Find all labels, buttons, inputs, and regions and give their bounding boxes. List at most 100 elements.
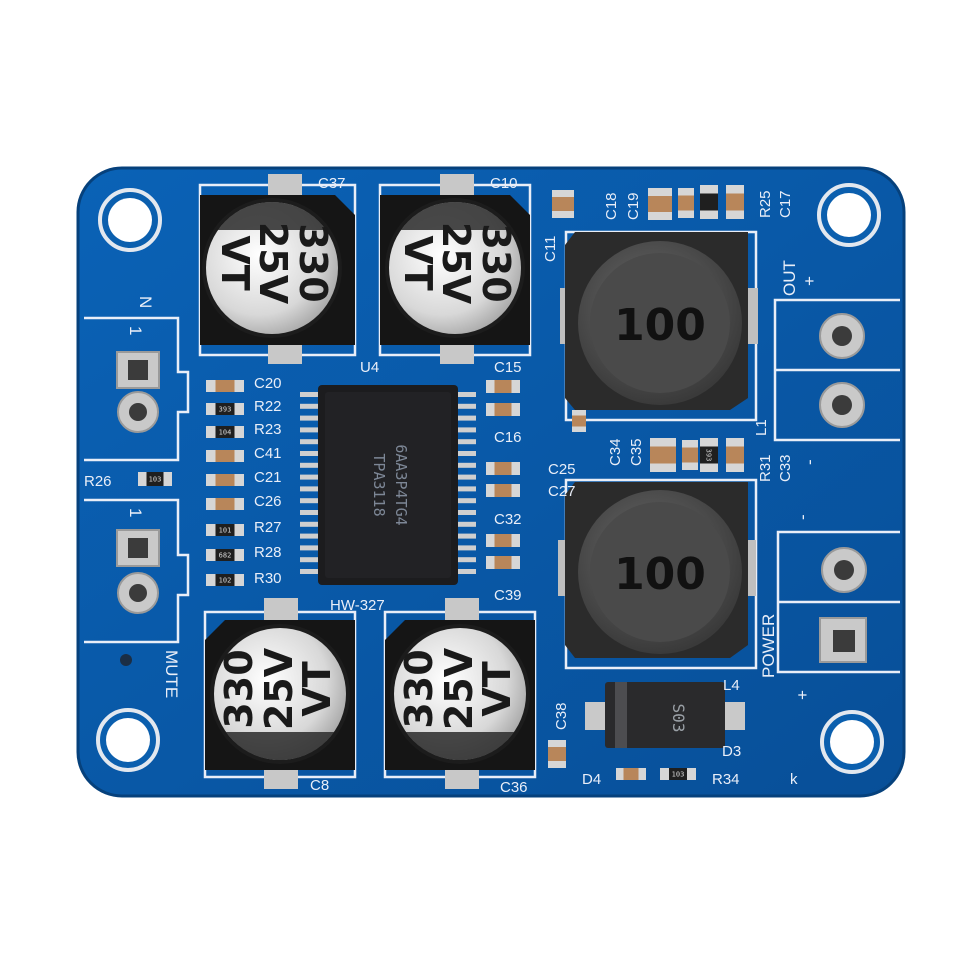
smd-part bbox=[682, 440, 698, 470]
silkscreen-labels: C37 C10 C8 C36 U4 HW-327 C20 R22 R23 C41… bbox=[84, 175, 819, 796]
label-c17: C17 bbox=[777, 190, 794, 218]
smd-part bbox=[726, 185, 744, 219]
label-out: OUT bbox=[780, 260, 799, 296]
cap-c36-voltage: 25V bbox=[437, 647, 481, 730]
label-c25: C25 bbox=[548, 461, 576, 478]
chip-pin bbox=[300, 510, 320, 515]
label-r23: R23 bbox=[254, 421, 282, 438]
cap-c36-value: 330 bbox=[397, 649, 441, 728]
label-r22: R22 bbox=[254, 398, 282, 415]
label-d4: D4 bbox=[582, 771, 601, 788]
resistor-code: 103 bbox=[149, 476, 162, 484]
smd-part bbox=[486, 462, 520, 475]
smd-part bbox=[548, 740, 566, 768]
label-out-minus: - bbox=[800, 459, 819, 465]
smd-part: 101 bbox=[206, 524, 244, 536]
chip-pin bbox=[456, 403, 476, 409]
label-r25: R25 bbox=[757, 190, 774, 218]
smd-part bbox=[700, 185, 718, 219]
smd-part bbox=[486, 403, 520, 416]
label-r34: R34 bbox=[712, 771, 740, 788]
cap-c37-value: 330 bbox=[291, 223, 335, 302]
smd-part bbox=[206, 380, 244, 392]
label-r27: R27 bbox=[254, 519, 282, 536]
resistor-code: 682 bbox=[219, 552, 232, 560]
chip-pin bbox=[300, 439, 320, 445]
chip-pin bbox=[300, 415, 320, 421]
label-c10: C10 bbox=[490, 175, 518, 192]
label-c36: C36 bbox=[500, 779, 528, 796]
chip-pin bbox=[300, 545, 320, 551]
chip-pin bbox=[456, 557, 476, 563]
label-k: k bbox=[790, 771, 798, 788]
resistor-code: 393 bbox=[219, 406, 232, 414]
smd-part bbox=[486, 380, 520, 393]
power-connector bbox=[819, 547, 867, 663]
label-c41: C41 bbox=[254, 445, 282, 462]
cap-c10-voltage: 25V bbox=[434, 222, 478, 305]
label-input: N bbox=[136, 296, 155, 308]
inductor-l1-value: 100 bbox=[614, 300, 706, 351]
chip-pin bbox=[456, 427, 476, 433]
chip-pin bbox=[456, 545, 476, 551]
resistor-code: 104 bbox=[219, 429, 232, 437]
smd-components: 393 104 101 682 102 103 393 103 bbox=[138, 185, 744, 780]
label-pwr-plus: + bbox=[793, 690, 812, 700]
label-c20: C20 bbox=[254, 375, 282, 392]
cap-c8-voltage: 25V bbox=[257, 647, 301, 730]
smd-part bbox=[650, 438, 676, 472]
label-board-id: HW-327 bbox=[330, 597, 385, 614]
label-c38: C38 bbox=[553, 702, 570, 730]
resistor-code: 101 bbox=[219, 527, 232, 535]
smd-part bbox=[486, 556, 520, 569]
cap-c10-value: 330 bbox=[474, 223, 518, 302]
smd-part: 104 bbox=[206, 426, 244, 438]
chip-pin bbox=[300, 462, 320, 468]
label-pin1-a: 1 bbox=[126, 326, 145, 335]
mute-connector bbox=[116, 529, 160, 666]
label-c27: C27 bbox=[548, 483, 576, 500]
smd-part bbox=[206, 474, 244, 486]
capacitor-c10: 330 25V VT bbox=[380, 174, 530, 364]
label-c34: C34 bbox=[607, 438, 624, 466]
resistor-code: 393 bbox=[705, 449, 713, 462]
cap-c36-series: VT bbox=[475, 661, 519, 716]
label-c35: C35 bbox=[628, 438, 645, 466]
resistor-code: 102 bbox=[219, 577, 232, 585]
label-c19: C19 bbox=[625, 192, 642, 220]
chip-pin bbox=[300, 427, 320, 433]
label-d3: D3 bbox=[722, 743, 741, 760]
cap-c8-series: VT bbox=[295, 661, 339, 716]
label-r28: R28 bbox=[254, 544, 282, 561]
chip-pin bbox=[300, 474, 320, 480]
label-c37: C37 bbox=[318, 175, 346, 192]
chip-pin bbox=[300, 403, 320, 409]
chip-pin bbox=[456, 569, 476, 574]
cap-c37-series: VT bbox=[213, 235, 257, 290]
cap-c10-series: VT bbox=[396, 235, 440, 290]
smd-part: 102 bbox=[206, 574, 244, 586]
amplifier-chip: 6AA3P4TG4 TPA3118 bbox=[300, 385, 476, 585]
chip-pin bbox=[456, 462, 476, 468]
label-out-plus: + bbox=[800, 276, 819, 286]
input-connector bbox=[116, 351, 160, 433]
smd-part bbox=[486, 534, 520, 547]
resistor-r26: 103 bbox=[138, 472, 172, 486]
smd-part: 393 bbox=[700, 438, 718, 472]
chip-pin bbox=[456, 486, 476, 492]
label-pwr-minus: - bbox=[793, 514, 812, 520]
smd-part bbox=[726, 438, 744, 472]
chip-pin bbox=[456, 498, 476, 504]
diode-marking: S03 bbox=[669, 704, 688, 733]
resistor-r34: 103 bbox=[660, 768, 696, 780]
inductor-l1: 100 bbox=[560, 232, 758, 410]
chip-pin bbox=[300, 498, 320, 504]
capacitor-c36: 330 25V VT bbox=[385, 598, 535, 789]
smd-part bbox=[552, 190, 574, 218]
resistor-code: 103 bbox=[672, 771, 685, 779]
chip-marking-line2: TPA3118 bbox=[370, 453, 388, 516]
label-r31: R31 bbox=[757, 454, 774, 482]
led-d4 bbox=[616, 768, 646, 780]
smd-part bbox=[206, 498, 244, 510]
